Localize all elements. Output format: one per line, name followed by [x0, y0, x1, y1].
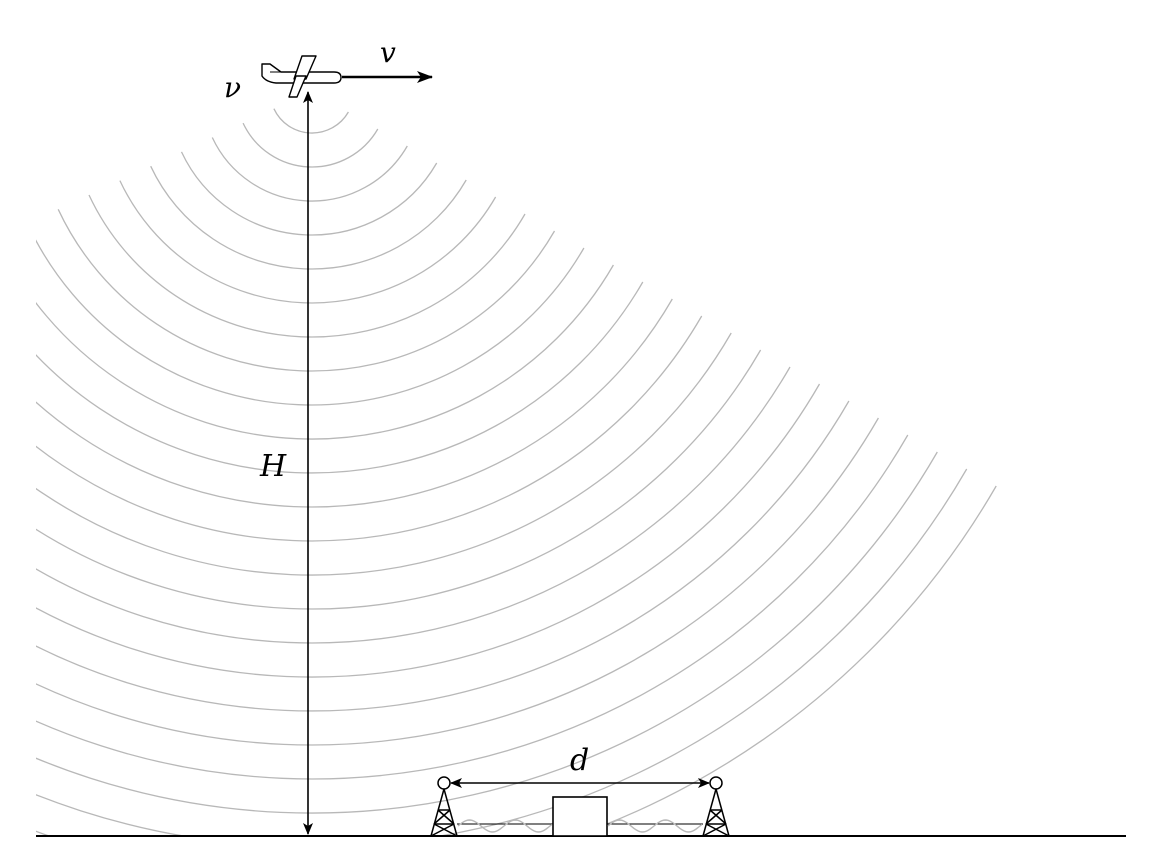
- wavefront-arc: [36, 434, 909, 780]
- wavefront-arc: [273, 108, 349, 134]
- wavefront-arc: [36, 264, 614, 440]
- wavefront-arc: [36, 332, 732, 576]
- velocity-label: v: [380, 36, 396, 69]
- wavefront-arc: [36, 239, 585, 406]
- frequency-label: ν: [224, 71, 241, 104]
- wavefront-arc: [36, 468, 968, 836]
- wavefront-arc: [211, 137, 408, 202]
- wavefront-arc: [88, 194, 526, 338]
- wavefront-arcs: [36, 108, 997, 836]
- wavefront-arc: [36, 315, 703, 542]
- left-signal-wave: [457, 819, 553, 833]
- wavefront-arc: [119, 180, 497, 304]
- station-box: [552, 796, 608, 837]
- distance-label: d: [570, 743, 589, 778]
- wavefront-arc: [36, 281, 644, 474]
- wavefront-arc: [36, 451, 938, 814]
- right-antenna-tower: [702, 776, 730, 837]
- wavefront-arc: [180, 151, 438, 236]
- wavefront-arc: [36, 366, 791, 644]
- wavefront-arc: [36, 383, 821, 678]
- wavefront-arc: [36, 349, 762, 610]
- wavefront-arc: [36, 417, 879, 746]
- wavefront-arc: [36, 485, 997, 836]
- airplane-icon: [261, 55, 342, 98]
- height-label: H: [259, 449, 287, 484]
- right-signal-wave: [607, 819, 703, 833]
- wavefront-arc: [36, 400, 850, 712]
- wavefront-arc: [242, 122, 379, 168]
- left-antenna-tower: [430, 776, 458, 837]
- wavefront-arc: [36, 298, 673, 508]
- wavefront-arc: [57, 209, 556, 372]
